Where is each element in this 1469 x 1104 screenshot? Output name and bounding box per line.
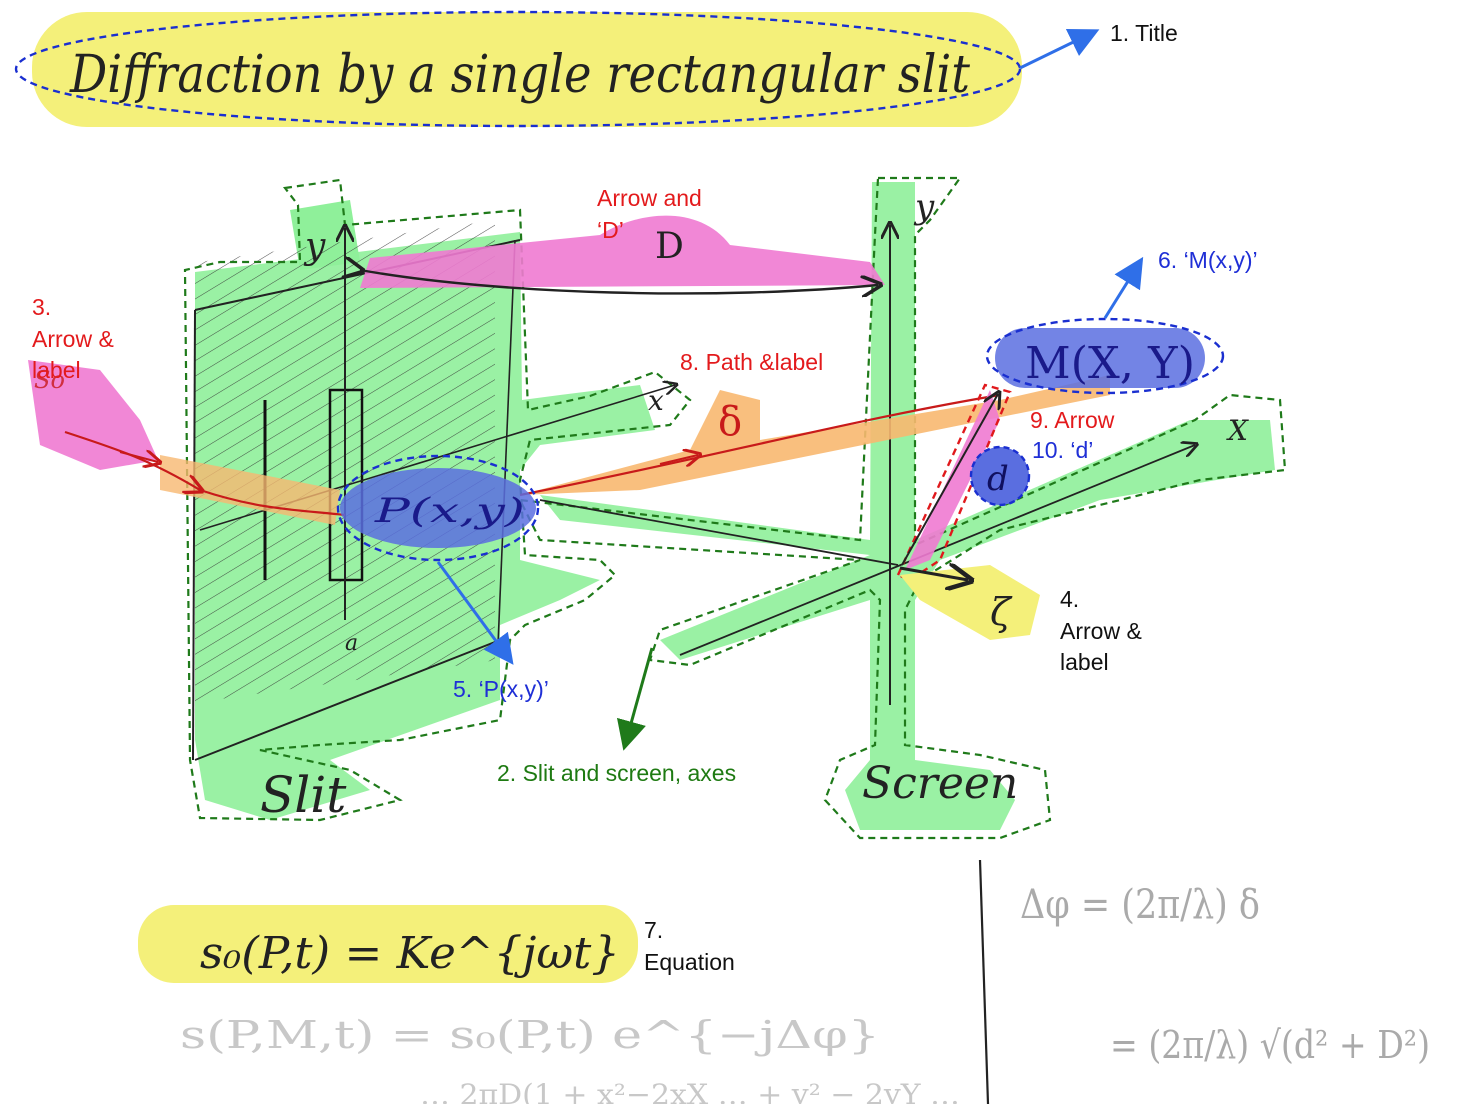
- path-line: [519, 393, 1001, 497]
- annotation-7-equation: 7. Equation: [644, 917, 735, 975]
- z-yellow-highlight: [900, 565, 1040, 640]
- incoming-ray: [64, 430, 346, 517]
- annotation-10-d: 10. ‘d’: [1032, 437, 1094, 463]
- title-highlight: [32, 12, 1022, 127]
- title-handwritten: Diffraction by a single rectangular slit: [69, 45, 970, 105]
- slit-y-label: y: [303, 226, 326, 267]
- equations-group: s₀(P,t) = Ke^{jωt} s(P,M,t) = s₀(P,t) e^…: [138, 859, 1430, 1104]
- screen-green-highlight: [540, 182, 1275, 830]
- title-dashed-ellipse: [14, 10, 1022, 128]
- z-axis-group: ζ: [899, 565, 1040, 640]
- point-P-group: P(x,y): [336, 454, 540, 665]
- z-arrow: [899, 568, 968, 580]
- equation-3-partial: … 2πD(1 + x²−2xX … + y² − 2yY …: [420, 1078, 960, 1104]
- equation-separator: [978, 859, 990, 1104]
- point-M-group: M(X, Y): [985, 256, 1225, 395]
- s0-pink-highlight: [28, 360, 158, 470]
- s0-handwritten-label: So: [34, 366, 65, 394]
- equation-dphi-1: Δφ = (2π/λ) δ: [1020, 882, 1260, 928]
- annotation-8-path-label: 8. Path &label: [680, 349, 824, 375]
- slit-dashed-outline: [183, 178, 692, 822]
- equation-2: s(P,M,t) = s₀(P,t) e^{−jΔφ}: [180, 1013, 880, 1057]
- slit-frame-bottom: [194, 639, 501, 761]
- D-handwritten-label: D: [655, 226, 684, 267]
- annotation-3-arrow-label: 3. Arrow & label: [32, 294, 114, 384]
- incoming-arrowhead: [119, 452, 158, 462]
- screen-dashed-outline: [518, 176, 1287, 840]
- screen-x-axis: [679, 445, 1195, 656]
- annotation-9-arrow: 9. Arrow: [1030, 407, 1115, 433]
- equation-1: s₀(P,t) = Ke^{jωt}: [200, 928, 620, 979]
- z-handwritten-label: ζ: [990, 590, 1013, 634]
- annotation-1-title: 1. Title: [1110, 20, 1178, 46]
- axes-annotation-arrow: [616, 647, 654, 751]
- P-handwritten-label: P(x,y): [373, 491, 525, 531]
- P-dashed-ellipse: [336, 454, 540, 562]
- slit-to-screen-axis: [539, 499, 899, 566]
- d-arrow: [901, 394, 998, 566]
- distance-D-group: D: [360, 215, 885, 294]
- slit-frame-left: [192, 309, 196, 761]
- slit-x-label: x: [648, 384, 664, 417]
- incoming-orange-highlight: [160, 455, 340, 525]
- slit-frame-right: [497, 239, 516, 646]
- screen-y-label: y: [913, 187, 935, 227]
- title-arrow: [1019, 29, 1100, 70]
- d-blue-circle: [969, 445, 1031, 507]
- annotation-6-M: 6. ‘M(x,y)’: [1158, 247, 1258, 273]
- annotation-2-slit-screen-axes: 2. Slit and screen, axes: [497, 760, 737, 786]
- title-group: Diffraction by a single rectangular slit: [14, 10, 1100, 128]
- screen-group: y X Screen: [518, 176, 1287, 840]
- annotation-arrow-and-D: Arrow and ‘D’: [597, 185, 702, 243]
- D-arrow: [360, 270, 878, 293]
- distance-d-group: d: [896, 383, 1031, 582]
- annotation-5-P: 5. ‘P(x,y)’: [453, 676, 549, 702]
- M-handwritten-label: M(X, Y): [1025, 338, 1195, 389]
- source-s0-group: So: [28, 360, 346, 517]
- P-blue-highlight: [340, 468, 536, 548]
- P-annotation-arrow: [436, 561, 514, 665]
- M-annotation-arrow: [1103, 256, 1144, 319]
- equation-yellow-highlight: [138, 905, 638, 983]
- slit-handwritten-label: Slit: [260, 766, 347, 824]
- screen-handwritten-label: Screen: [862, 758, 1018, 809]
- path-delta-group: δ: [160, 375, 1110, 525]
- delta-handwritten-label: δ: [718, 399, 742, 445]
- annotation-4-arrow-label: 4. Arrow & label: [1060, 586, 1142, 676]
- M-dashed-ellipse: [985, 317, 1225, 395]
- d-pink-highlight: [905, 390, 1000, 570]
- path-arrowhead: [659, 455, 698, 464]
- M-blue-highlight: [995, 328, 1205, 388]
- slit-a-label: a: [345, 631, 358, 656]
- screen-x-label: X: [1226, 414, 1249, 447]
- equation-dphi-2: = (2π/λ) √(d² + D²): [1110, 1023, 1430, 1067]
- d-handwritten-label: d: [987, 459, 1009, 499]
